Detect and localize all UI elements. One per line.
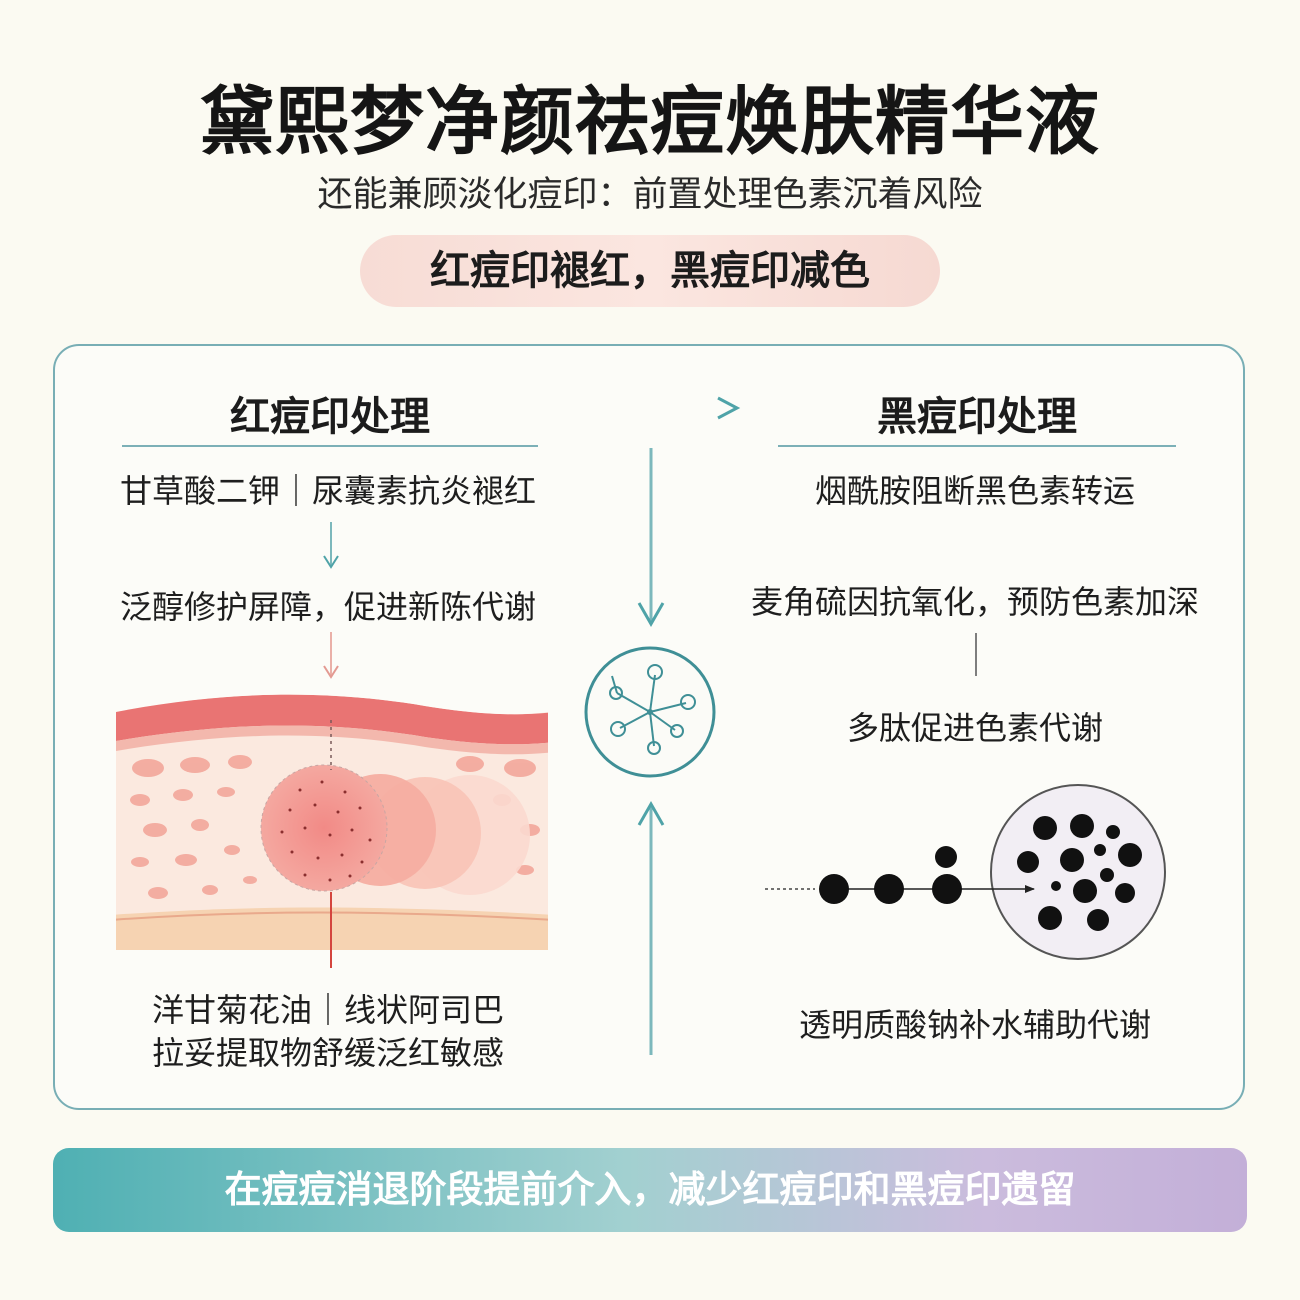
dark-mark-step-3: 多肽促进色素代谢 [846, 709, 1103, 747]
red-mark-step-1: 甘草酸二钾｜尿囊素抗炎褪红 [120, 472, 537, 510]
horizontal-flow-arrow [572, 396, 741, 420]
center-down-arrow [637, 448, 665, 628]
dark-mark-step-4: 透明质酸钠补水辅助代谢 [798, 1006, 1151, 1044]
red-mark-title: 红痘印处理 [230, 394, 430, 440]
center-up-arrow [637, 800, 665, 1055]
skin-cross-section-illustration [116, 694, 548, 968]
red-step-arrow-2 [323, 632, 339, 679]
molecule-network-icon [584, 646, 716, 778]
highlight-pill: 红痘印褪红，黑痘印减色 [360, 235, 940, 307]
melanin-transport-illustration [765, 784, 1166, 960]
red-mark-divider [122, 445, 538, 447]
red-step-arrow-1 [323, 522, 339, 569]
dark-mark-divider [778, 445, 1176, 447]
dark-mark-step-2: 麦角硫因抗氧化，预防色素加深 [750, 583, 1199, 621]
summary-banner: 在痘痘消退阶段提前介入，减少红痘印和黑痘印遗留 [53, 1148, 1247, 1232]
dark-mark-step-1: 烟酰胺阻断黑色素转运 [814, 472, 1135, 510]
red-mark-step-2: 泛醇修护屏障，促进新陈代谢 [120, 588, 537, 626]
page-subtitle: 还能兼顾淡化痘印：前置处理色素沉着风险 [317, 175, 983, 215]
red-mark-caption-2: 拉妥提取物舒缓泛红敏感 [152, 1034, 505, 1072]
red-mark-caption-1: 洋甘菊花油｜线状阿司巴 [152, 991, 505, 1029]
page-title: 黛熙梦净颜祛痘焕肤精华液 [200, 79, 1100, 165]
dark-mark-title: 黑痘印处理 [877, 394, 1077, 440]
